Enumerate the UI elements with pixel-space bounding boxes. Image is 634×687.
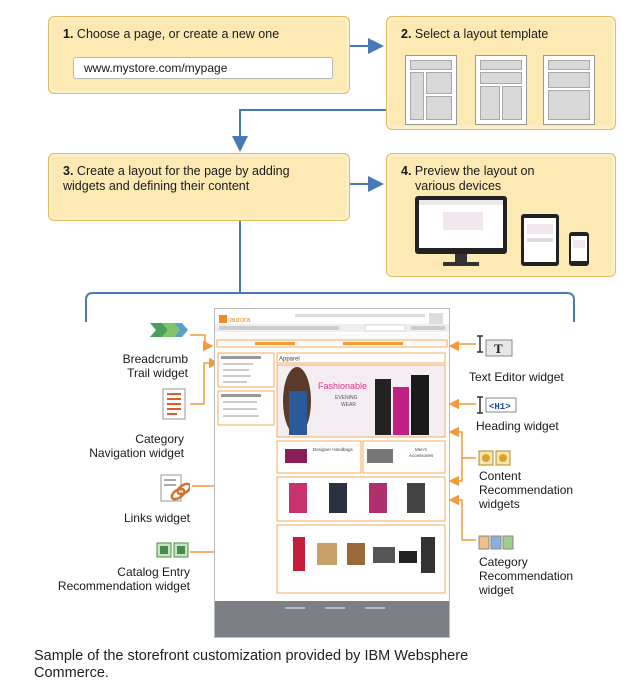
storefront-mockup: aurora Apparel Fashionable EVENING WEAR — [214, 308, 450, 638]
heading-icon-tag: <H1> — [489, 402, 511, 412]
bracket-line — [85, 292, 575, 322]
step-2-number: 2. — [401, 27, 412, 41]
hero-subtitle-2: WEAR — [341, 402, 356, 408]
step-4-text: 4. Preview the layout on various devices — [401, 164, 534, 194]
banner-mens-2: Accessories — [409, 453, 434, 458]
callout-category-reco — [448, 494, 476, 541]
step-1-box: 1. Choose a page, or create a new one ww… — [48, 16, 350, 94]
step-3-number: 3. — [63, 164, 74, 178]
step-1-number: 1. — [63, 27, 74, 41]
hero-title: Fashionable — [318, 381, 367, 391]
links-icon — [160, 474, 190, 502]
layout-template-3 — [543, 55, 595, 125]
layout-template-1 — [405, 55, 457, 125]
category-navigation-icon — [162, 388, 186, 420]
category-recommendation-icon — [478, 535, 514, 550]
step-2-box: 2. Select a layout template — [386, 16, 616, 130]
step-3-label-line2: widgets and defining their content — [63, 179, 250, 193]
text-editor-icon: T — [477, 335, 513, 357]
breadcrumb-icon — [150, 323, 188, 337]
callout-breadcrumb — [190, 334, 214, 352]
label-heading: Heading widget — [476, 419, 559, 433]
label-text-editor: Text Editor widget — [469, 370, 564, 384]
storefront-heading-text: Apparel — [279, 357, 300, 363]
storefront-logo: aurora — [230, 317, 250, 324]
step-3-box: 3. Create a layout for the page by addin… — [48, 153, 350, 221]
banner-handbags: Designer Handbags — [313, 447, 354, 452]
label-links: Links widget — [123, 511, 190, 525]
step-4-box: 4. Preview the layout on various devices — [386, 153, 616, 277]
step-4-label-line2: various devices — [415, 179, 502, 193]
step-4-label-line1: Preview the layout on — [414, 164, 535, 178]
storefront-render: aurora Apparel Fashionable EVENING WEAR — [215, 309, 449, 637]
step-1-text: 1. Choose a page, or create a new one — [63, 27, 279, 42]
step-3-label-line1: Create a layout for the page by adding — [76, 164, 290, 178]
step-4-number: 4. — [401, 164, 412, 178]
devices-icon — [415, 196, 589, 266]
layout-template-2 — [475, 55, 527, 125]
callout-text-editor — [448, 340, 476, 352]
callout-content-reco-2 — [448, 458, 463, 487]
callout-content-reco-1 — [448, 426, 476, 459]
figure-caption: Sample of the storefront customization p… — [34, 648, 468, 682]
url-field: www.mystore.com/mypage — [73, 57, 333, 79]
callout-category-nav — [190, 357, 220, 405]
step-1-label: Choose a page, or create a new one — [76, 27, 280, 41]
content-recommendation-icon — [478, 450, 511, 466]
heading-icon: <H1> — [477, 396, 517, 414]
step-2-label: Select a layout template — [414, 27, 549, 41]
caption-line-2: Commerce. — [34, 665, 109, 681]
text-editor-icon-letter: T — [494, 341, 503, 356]
banner-mens-1: Men's — [415, 447, 428, 452]
caption-line-1: Sample of the storefront customization p… — [34, 648, 469, 664]
hero-subtitle-1: EVENING — [335, 395, 358, 401]
catalog-entry-icon — [156, 542, 189, 558]
step-3-text: 3. Create a layout for the page by addin… — [63, 164, 290, 194]
step-2-text: 2. Select a layout template — [401, 27, 548, 42]
